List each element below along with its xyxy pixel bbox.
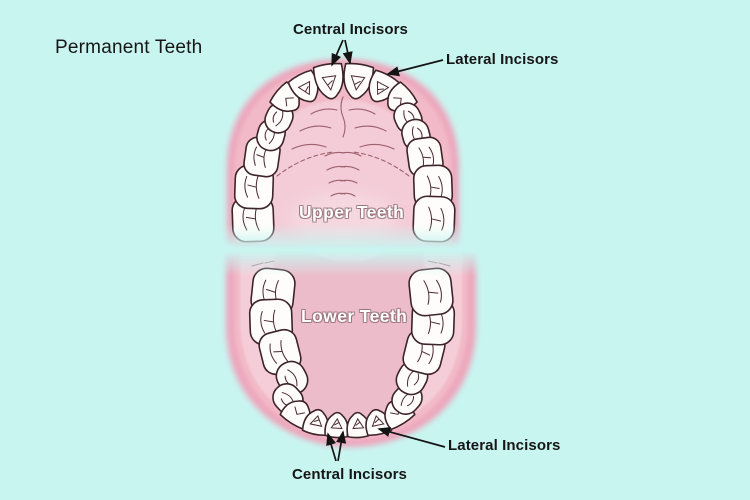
tooth-incisor [312,62,344,100]
annotation-arrows [326,39,446,462]
tooth-molar [408,267,454,317]
tooth-incisor [343,62,375,100]
label-central-incisors-bottom: Central Incisors [292,466,407,483]
tooth-molar [412,195,456,243]
upper-arch [227,59,459,246]
page-title: Permanent Teeth [55,37,203,58]
tooth-incisor [301,408,329,437]
tooth-incisor [287,69,319,103]
label-lateral-incisors-bottom: Lateral Incisors [448,437,561,454]
lower-teeth-label: Lower Teeth [301,306,408,326]
lower-arch [226,247,476,447]
tongue [272,247,426,421]
label-lateral-incisors-top: Lateral Incisors [446,51,559,68]
tooth-incisor [346,411,371,439]
upper-teeth-label: Upper Teeth [299,202,405,222]
label-central-incisors-top: Central Incisors [293,21,408,38]
tooth-canine [279,400,311,431]
